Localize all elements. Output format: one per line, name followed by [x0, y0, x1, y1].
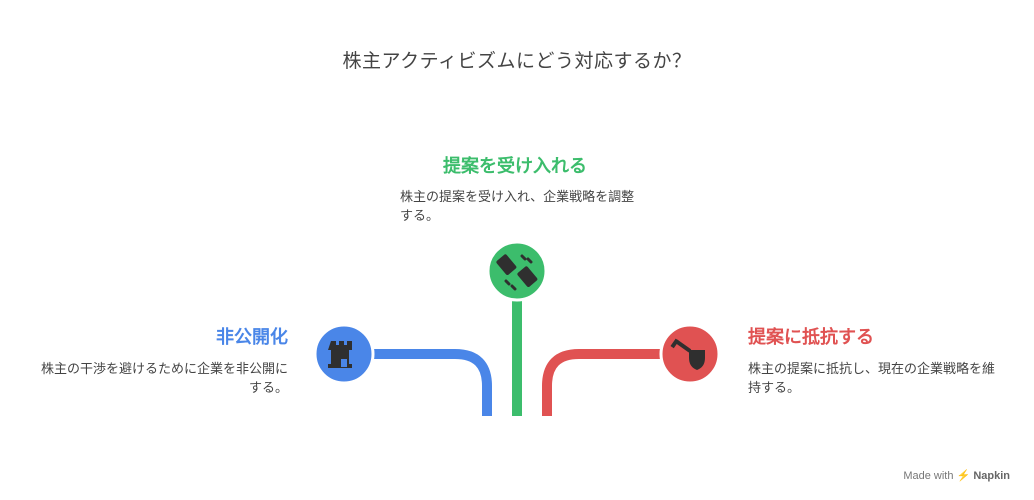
resist-option-description: 株主の提案に抵抗し、現在の企業戦略を維持する。 — [748, 362, 996, 396]
shield-sword-icon — [670, 338, 705, 370]
private-option-description: 株主の干渉を避けるために企業を非公開にする。 — [40, 362, 288, 396]
private-option-title: 非公開化 — [216, 327, 288, 348]
napkin-logo-icon: ⚡ — [956, 470, 971, 482]
page-title: 株主アクティビズムにどう対応するか？ — [342, 50, 692, 72]
handshake-icon — [496, 254, 538, 291]
accept-option-description: 株主の提案を受け入れ、企業戦略を調整する。 — [400, 190, 635, 224]
resist-option-title: 提案に抵抗する — [748, 327, 874, 348]
accept-option-title: 提案を受け入れる — [443, 156, 587, 177]
private-connector — [372, 349, 492, 416]
napkin-brand: Napkin — [973, 470, 1010, 482]
castle-icon — [328, 341, 352, 368]
napkin-credit: Made with ⚡ Napkin — [903, 469, 1010, 482]
resist-node — [659, 323, 721, 385]
made-with-label: Made with — [903, 470, 954, 482]
accept-node — [486, 240, 548, 302]
private-node — [313, 323, 375, 385]
resist-connector — [542, 349, 662, 416]
